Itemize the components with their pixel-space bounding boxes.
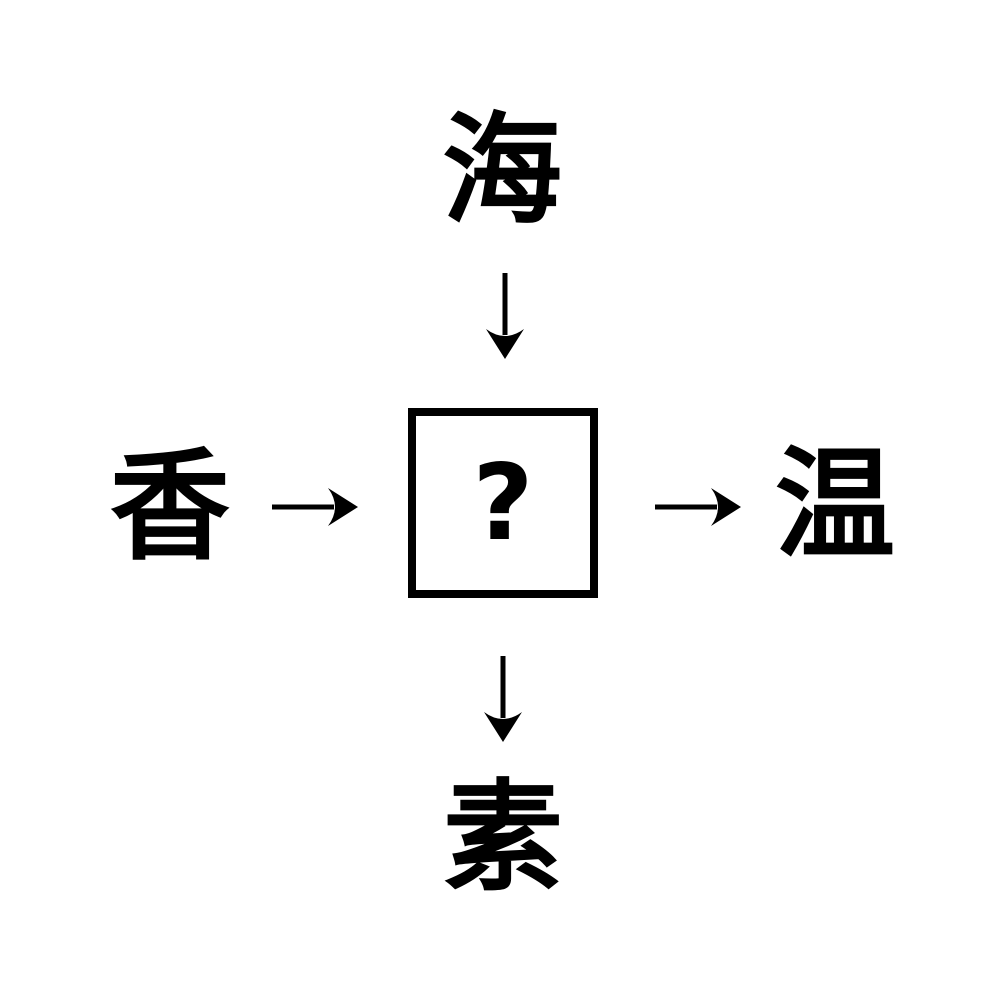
answer-box: ? (408, 408, 598, 598)
kanji-right: 温 (775, 436, 895, 575)
arrow-right-icon (272, 488, 358, 526)
kanji-top: 海 (442, 102, 562, 241)
arrow-down-icon (484, 656, 522, 742)
arrow-right-icon (655, 488, 741, 526)
question-mark-placeholder: ? (472, 441, 534, 564)
kanji-bottom: 素 (443, 769, 563, 908)
arrow-down-icon (486, 273, 524, 359)
kanji-left: 香 (110, 438, 230, 577)
